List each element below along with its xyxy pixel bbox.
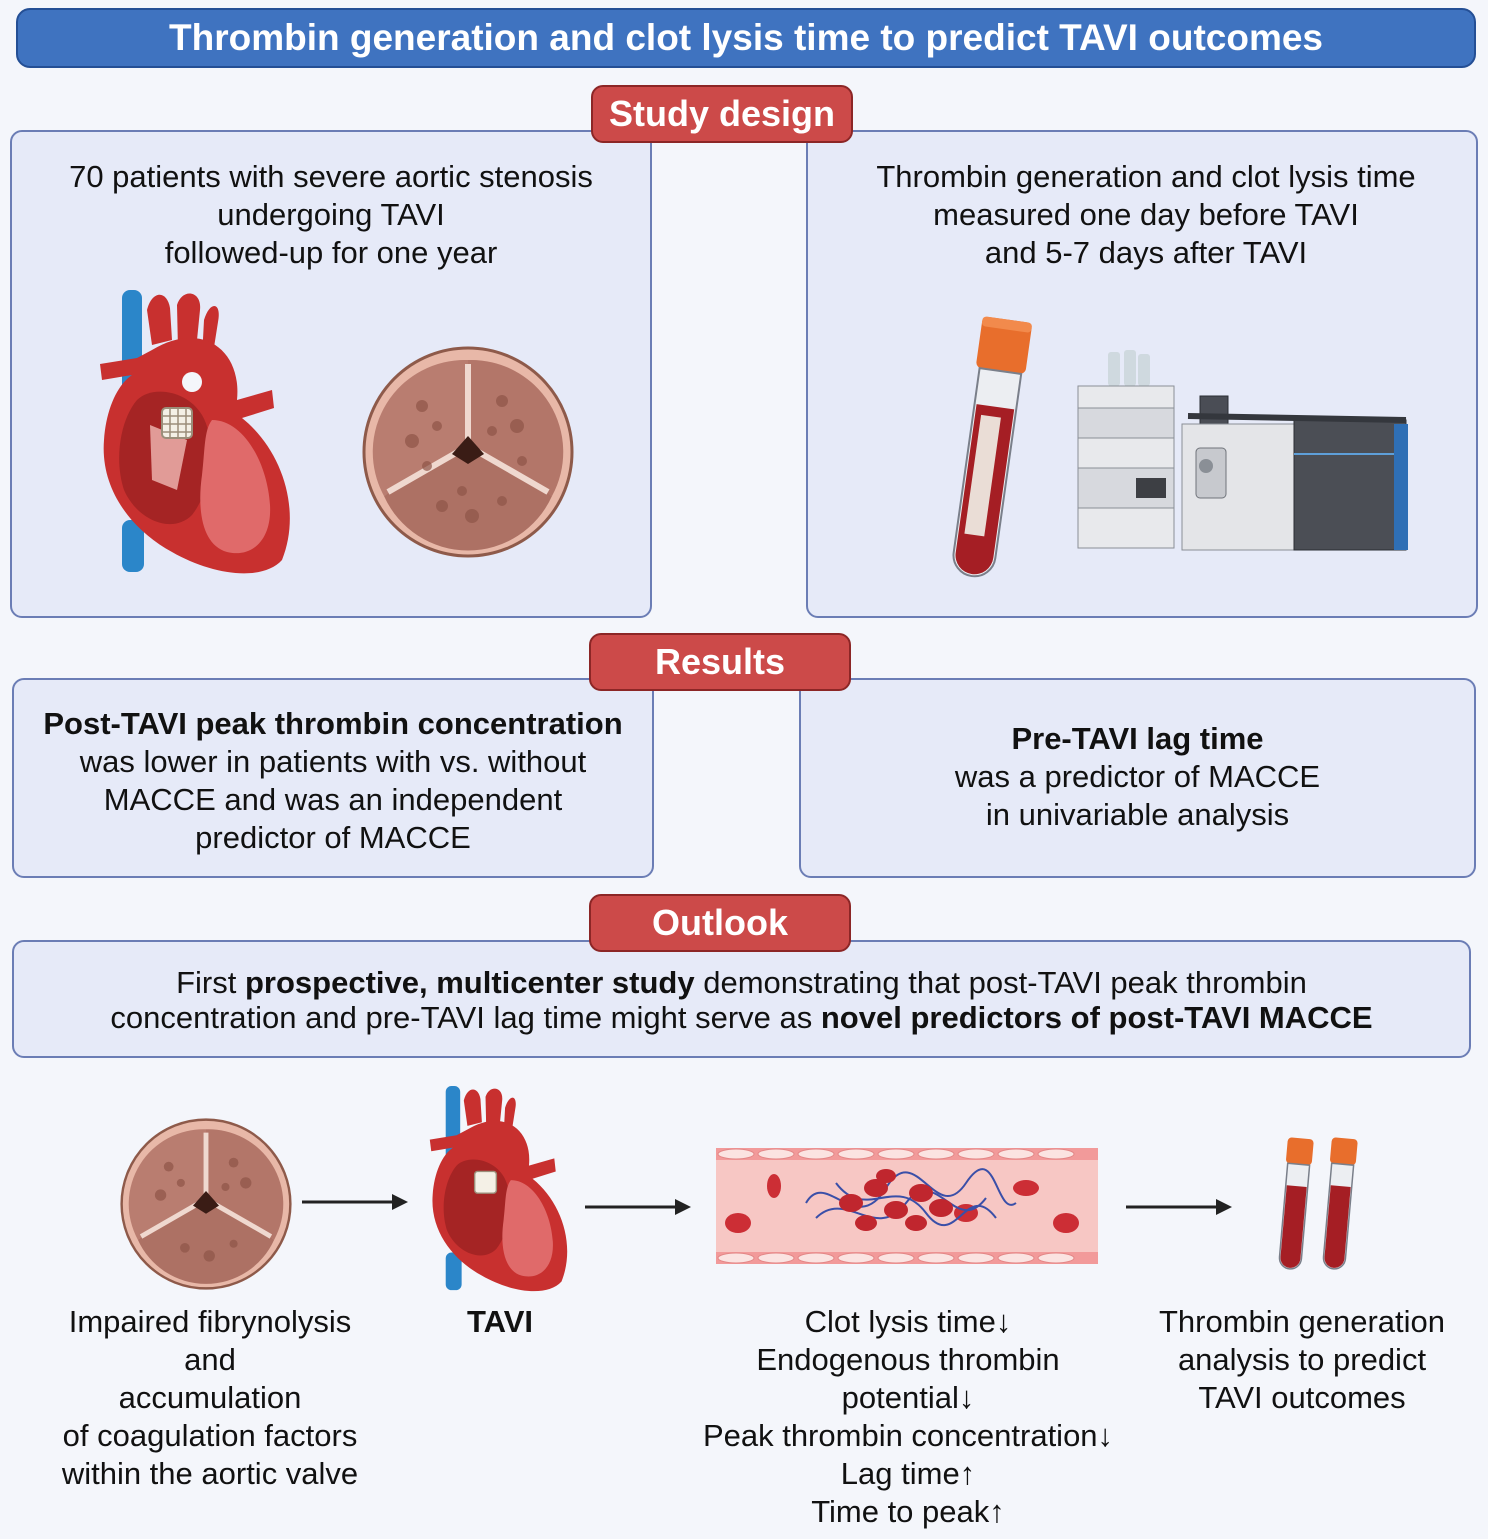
heart-icon bbox=[429, 1086, 568, 1292]
flow-step2-caption: TAVI bbox=[466, 1304, 533, 1339]
flow-step1-line: of coagulation factors bbox=[62, 1418, 358, 1453]
study-left-text: 70 patients with severe aortic stenosis … bbox=[10, 158, 652, 272]
flow-step3-caption: Clot lysis time↓ Endogenous thrombin pot… bbox=[660, 1303, 1156, 1531]
outlook-panel bbox=[12, 940, 1471, 1058]
results-right-line3: in univariable analysis bbox=[985, 797, 1290, 832]
flow-step3-line: potential↓ bbox=[841, 1380, 975, 1415]
results-left-bold: Post-TAVI peak thrombin concentration bbox=[43, 706, 623, 741]
flow-step4-line: TAVI outcomes bbox=[1198, 1380, 1406, 1415]
analyzer-machine-icon bbox=[1077, 350, 1408, 551]
aortic-valve-icon bbox=[120, 1118, 292, 1290]
flow-step3-line: Time to peak↑ bbox=[811, 1494, 1005, 1529]
blood-vessel-clot-icon bbox=[716, 1148, 1098, 1264]
study-left-line1: 70 patients with severe aortic stenosis bbox=[69, 159, 593, 194]
flow-step3-line: Endogenous thrombin bbox=[756, 1342, 1060, 1377]
results-left-text: Post-TAVI peak thrombin concentration wa… bbox=[12, 705, 654, 857]
results-right-text: Pre-TAVI lag time was a predictor of MAC… bbox=[799, 720, 1476, 834]
outlook-line1: First prospective, multicenter study dem… bbox=[176, 965, 1307, 1000]
arrow-icon bbox=[585, 1199, 691, 1215]
flow-step1-caption: Impaired fibrynolysis and accumulation o… bbox=[20, 1303, 400, 1493]
blood-tube-icon bbox=[1278, 1137, 1358, 1270]
study-right-line1: Thrombin generation and clot lysis time bbox=[876, 159, 1416, 194]
flow-step3-line: Clot lysis time↓ bbox=[804, 1304, 1012, 1339]
flow-step1-line: and bbox=[184, 1342, 236, 1377]
section-tag-study-design: Study design bbox=[591, 85, 853, 143]
flow-step3-line: Lag time↑ bbox=[840, 1456, 976, 1491]
study-right-text: Thrombin generation and clot lysis time … bbox=[812, 158, 1480, 272]
results-left-line3: MACCE and was an independent bbox=[103, 782, 563, 817]
study-left-line3: followed-up for one year bbox=[164, 235, 498, 270]
results-left-line4: predictor of MACCE bbox=[195, 820, 471, 855]
study-right-line3: and 5-7 days after TAVI bbox=[984, 235, 1308, 270]
results-left-panel bbox=[12, 678, 654, 878]
section-tag-outlook: Outlook bbox=[589, 894, 851, 952]
flow-step1-line: Impaired fibrynolysis bbox=[68, 1304, 352, 1339]
arrow-icon bbox=[1126, 1199, 1232, 1215]
outlook-text: First prospective, multicenter study dem… bbox=[12, 965, 1471, 1035]
flow-step4-caption: Thrombin generation analysis to predict … bbox=[1130, 1303, 1474, 1417]
flow-step4-line: analysis to predict bbox=[1177, 1342, 1427, 1377]
flow-step1-line: within the aortic valve bbox=[61, 1456, 359, 1491]
aortic-valve-icon bbox=[362, 346, 574, 558]
study-right-line2: measured one day before TAVI bbox=[933, 197, 1359, 232]
results-right-bold: Pre-TAVI lag time bbox=[1011, 721, 1264, 756]
results-right-panel bbox=[799, 678, 1476, 878]
results-right-line2: was a predictor of MACCE bbox=[954, 759, 1321, 794]
flow-step1-line: accumulation bbox=[118, 1380, 302, 1415]
heart-icon bbox=[100, 290, 290, 574]
page-title: Thrombin generation and clot lysis time … bbox=[16, 8, 1476, 68]
blood-tube-icon bbox=[952, 316, 1032, 578]
flow-step4-line: Thrombin generation bbox=[1158, 1304, 1446, 1339]
study-left-line2: undergoing TAVI bbox=[217, 197, 445, 232]
arrow-icon bbox=[302, 1194, 408, 1210]
flow-step3-line: Peak thrombin concentration↓ bbox=[702, 1418, 1114, 1453]
results-left-line2: was lower in patients with vs. without bbox=[79, 744, 587, 779]
outlook-line2: concentration and pre-TAVI lag time migh… bbox=[110, 1000, 1373, 1035]
section-tag-results: Results bbox=[589, 633, 851, 691]
